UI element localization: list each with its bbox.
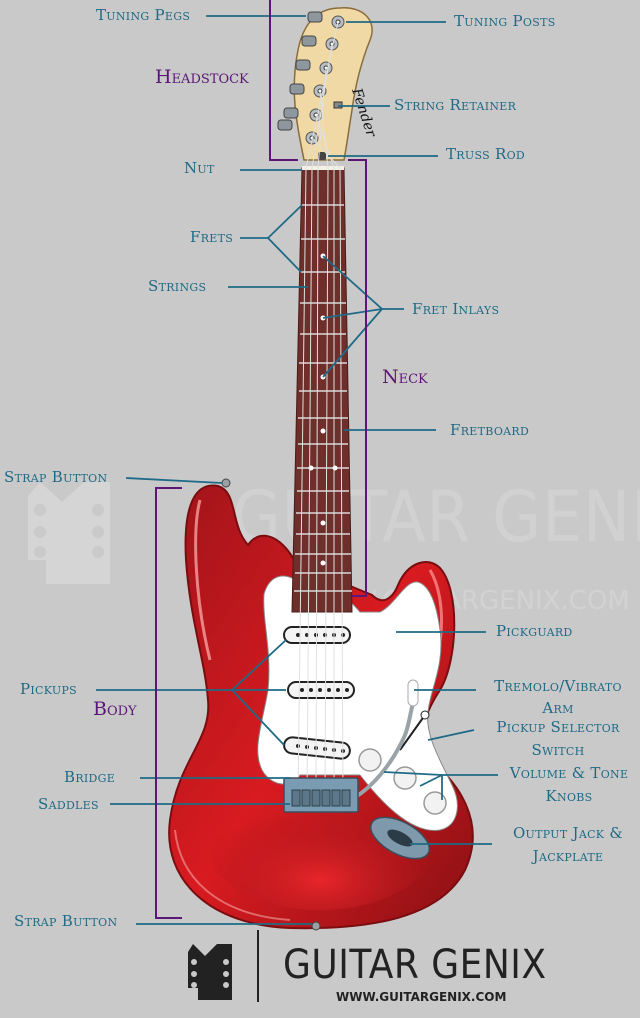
label-knobs-line2: Knobs <box>545 787 593 805</box>
label-nut: Nut <box>184 159 215 177</box>
label-string-retainer: String Retainer <box>394 96 517 114</box>
label-strap-button-top: Strap Button <box>4 468 108 486</box>
label-output-jack: Output Jack & Jackplate <box>496 824 640 865</box>
label-tremolo-arm: Tremolo/Vibrato Arm <box>478 677 638 717</box>
strap-button-bottom-icon <box>311 921 321 931</box>
label-tremolo-line2: Arm <box>542 699 574 717</box>
label-jack-line1: Output Jack & <box>512 824 624 842</box>
brand-name: GUITAR GENIX <box>283 942 547 988</box>
label-selector-line1: Pickup Selector <box>496 718 620 736</box>
label-saddles: Saddles <box>38 795 99 813</box>
output-jackplate <box>370 816 430 860</box>
label-strings: Strings <box>148 277 207 295</box>
label-knobs-line1: Volume & Tone <box>509 764 629 782</box>
label-selector-line2: Switch <box>531 741 585 759</box>
label-knobs: Volume & Tone Knobs <box>498 764 640 805</box>
section-body: Body <box>93 698 137 720</box>
label-fretboard: Fretboard <box>450 421 530 439</box>
label-pickups: Pickups <box>20 680 77 698</box>
label-tuning-posts: Tuning Posts <box>454 12 556 30</box>
label-strap-button-bottom: Strap Button <box>14 912 118 930</box>
section-headstock: Headstock <box>155 66 249 88</box>
neck-fretboard <box>291 166 353 613</box>
label-pickguard: Pickguard <box>496 622 573 640</box>
label-pickup-selector: Pickup Selector Switch <box>478 718 638 759</box>
label-fret-inlays: Fret Inlays <box>412 300 500 318</box>
label-tremolo-line1: Tremolo/Vibrato <box>494 677 622 695</box>
tremolo-arm <box>349 679 419 802</box>
brand-url: WWW.GUITARGENIX.COM <box>336 990 507 1004</box>
bridge <box>283 777 359 813</box>
pickup-selector-switch <box>399 710 430 751</box>
label-truss-rod: Truss Rod <box>446 145 526 163</box>
label-bridge: Bridge <box>64 768 116 786</box>
label-frets: Frets <box>190 228 234 246</box>
strings-group <box>297 21 344 796</box>
label-jack-line2: Jackplate <box>532 847 604 865</box>
section-neck: Neck <box>382 366 428 388</box>
label-tuning-pegs: Tuning Pegs <box>96 6 191 24</box>
